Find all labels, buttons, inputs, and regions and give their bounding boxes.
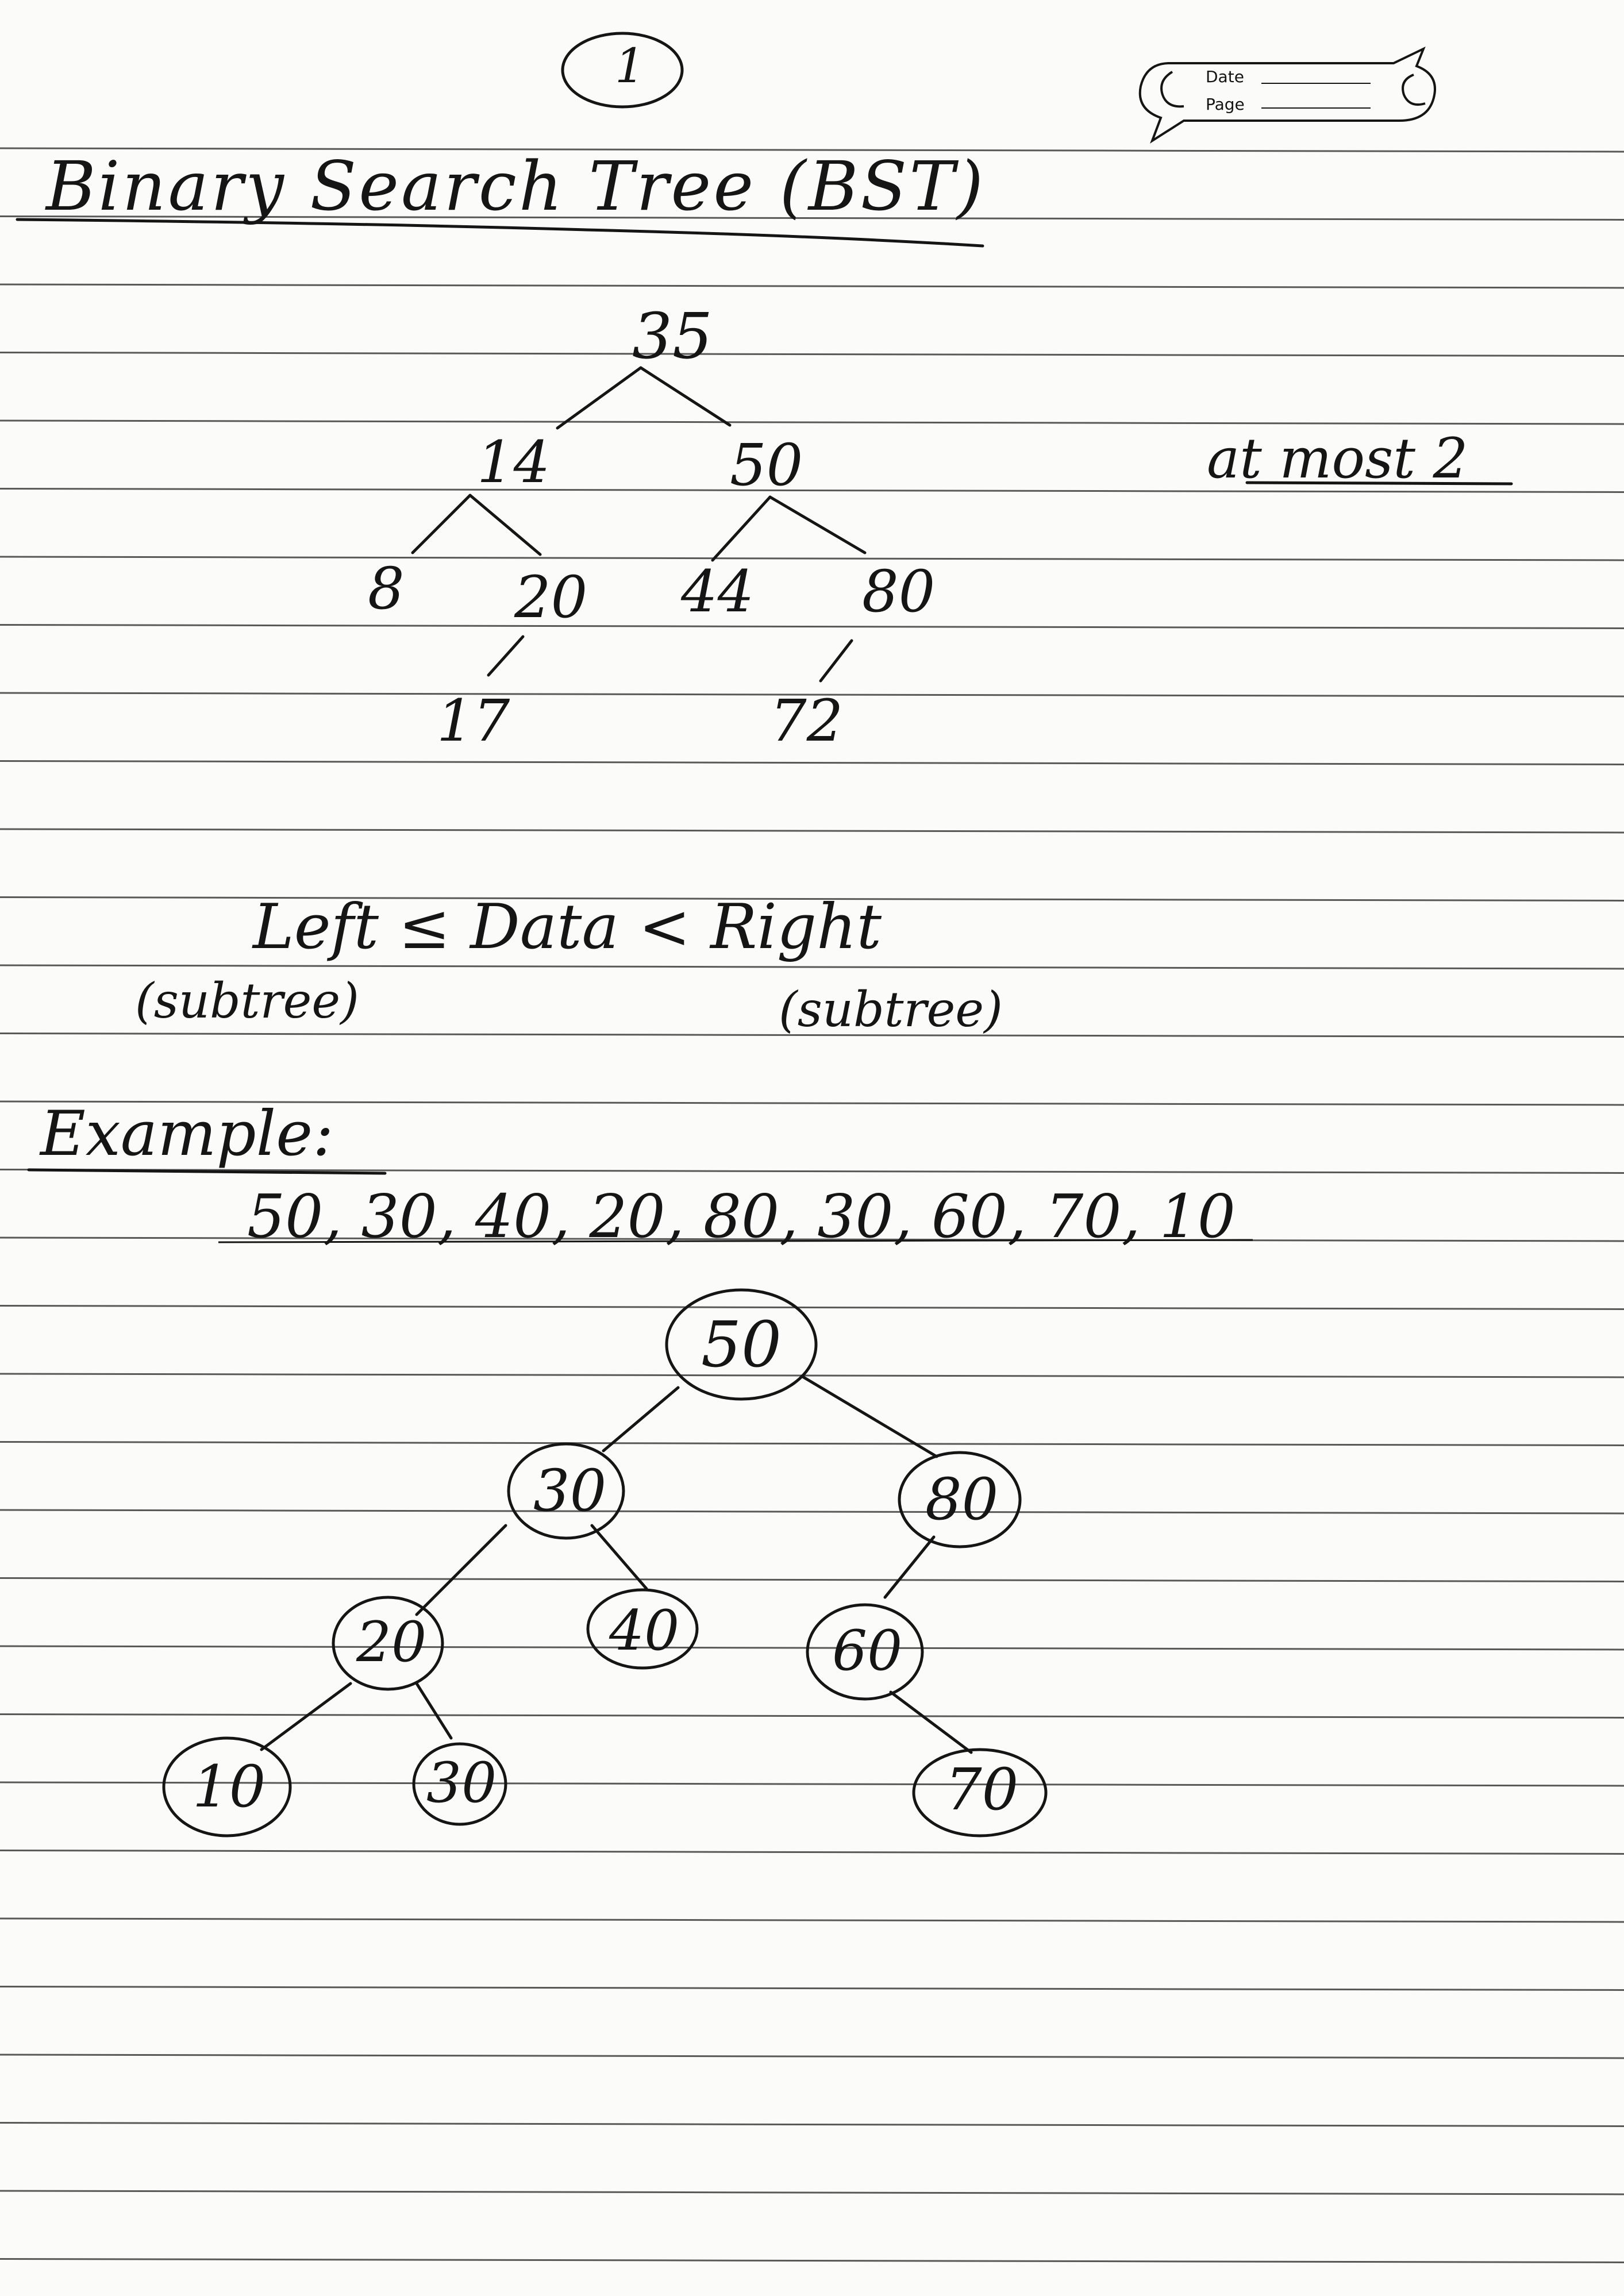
- ex-node-10: 10: [193, 1753, 266, 1820]
- ruled-line: [0, 964, 1624, 970]
- ex-edge-50-80: [800, 1374, 938, 1458]
- ex-node-circle-70: [912, 1748, 1048, 1837]
- ex-edge-80-60: [883, 1535, 936, 1599]
- ex-node-30: 30: [533, 1457, 607, 1524]
- ex-node-70: 70: [945, 1756, 1019, 1823]
- example-heading: Example:: [40, 1098, 334, 1170]
- tree1-edge-50-80: [768, 495, 867, 554]
- ex-node-50: 50: [701, 1308, 782, 1381]
- ruled-line: [0, 419, 1624, 425]
- ex-edge-20-10: [260, 1682, 352, 1751]
- ruled-line: [0, 2190, 1624, 2195]
- ruled-line: [0, 1236, 1624, 1242]
- ruled-line: [0, 1033, 1624, 1038]
- tree1-edge-50-44: [711, 495, 772, 562]
- ruled-line: [0, 692, 1624, 698]
- ruled-line: [0, 2258, 1624, 2263]
- ruled-line: [0, 1169, 1624, 1174]
- ex-node-80: 80: [925, 1466, 999, 1533]
- title-underline: [16, 218, 984, 248]
- ruled-line: [0, 1781, 1624, 1787]
- page-number-circle: [561, 32, 684, 109]
- tree1-node-20: 20: [514, 564, 588, 631]
- bst-rule-left-subtree: (subtree): [135, 973, 359, 1029]
- example-underline: [27, 1168, 387, 1175]
- tree1-node-72: 72: [770, 687, 844, 754]
- tree1-node-14: 14: [477, 429, 551, 496]
- ruled-line: [0, 488, 1624, 493]
- ex-node-circle-40: [586, 1588, 699, 1670]
- ruled-line: [0, 1100, 1624, 1106]
- page-label: Page: [1206, 95, 1245, 114]
- ruled-line: [0, 1441, 1624, 1446]
- ex-node-circle-20: [332, 1596, 444, 1691]
- ex-node-circle-50: [665, 1288, 818, 1401]
- ruled-line: [0, 1509, 1624, 1515]
- tree1-edge-35-50: [639, 366, 732, 427]
- tree1-node-17: 17: [437, 687, 510, 754]
- bst-rule-right-subtree: (subtree): [779, 981, 1003, 1038]
- ex-node-circle-30b: [412, 1742, 507, 1826]
- ruled-line: [0, 1713, 1624, 1719]
- ruled-line: [0, 828, 1624, 834]
- bst-rule-expression: Left ≤ Data < Right: [253, 891, 882, 963]
- ruled-line: [0, 1305, 1624, 1310]
- page-number: 1: [615, 39, 645, 94]
- tree1-node-80: 80: [862, 558, 936, 625]
- example-sequence: 50, 30, 40, 20, 80, 30, 60, 70, 10: [247, 1181, 1236, 1251]
- ex-edge-20-30: [415, 1682, 453, 1740]
- ruled-line: [0, 1373, 1624, 1378]
- ex-node-40: 40: [609, 1598, 680, 1663]
- ex-edge-30-40: [590, 1524, 648, 1590]
- ruled-line: [0, 1645, 1624, 1651]
- side-note-underline: [1245, 481, 1513, 486]
- ruled-line: [0, 2122, 1624, 2127]
- side-note: at most 2: [1207, 426, 1468, 491]
- example-tree-diagram: [162, 1288, 1048, 1837]
- date-page-scroll-icon: [1138, 46, 1436, 144]
- ruled-line: [0, 352, 1624, 357]
- sequence-underline: [218, 1239, 1253, 1243]
- tree1-node-8: 8: [368, 555, 405, 622]
- tree1-edge-35-14: [556, 366, 642, 430]
- tree1-node-50: 50: [730, 432, 803, 499]
- tree1-edge-14-20: [468, 494, 542, 556]
- date-label: Date: [1206, 67, 1244, 86]
- ex-node-circle-60: [806, 1603, 924, 1701]
- tree1-edge-20-17: [487, 635, 525, 677]
- ex-node-circle-80: [898, 1451, 1022, 1548]
- ex-edge-60-70: [889, 1690, 973, 1754]
- ruled-line: [0, 215, 1624, 221]
- tree1-node-root: 35: [632, 299, 713, 373]
- ex-edge-50-30: [602, 1386, 680, 1453]
- page-title: Binary Search Tree (BST): [46, 147, 986, 226]
- ruled-line: [0, 624, 1624, 629]
- ruled-line: [0, 1577, 1624, 1582]
- ruled-line: [0, 147, 1624, 153]
- ex-node-20: 20: [356, 1610, 427, 1674]
- tree1-node-44: 44: [681, 558, 755, 625]
- ruled-line: [0, 283, 1624, 289]
- ex-node-30b: 30: [426, 1751, 497, 1815]
- ruled-line: [0, 1850, 1624, 1855]
- tree1-edge-80-72: [819, 639, 853, 683]
- ruled-line: [0, 760, 1624, 765]
- ruled-line: [0, 1917, 1624, 1923]
- ruled-line: [0, 1986, 1624, 1991]
- ruled-line: [0, 896, 1624, 902]
- ex-node-circle-30: [507, 1442, 625, 1540]
- ex-node-circle-10: [162, 1736, 292, 1837]
- tree1-diagram: [411, 366, 867, 683]
- ruled-line: [0, 2054, 1624, 2059]
- ruled-line: [0, 556, 1624, 561]
- ex-edge-30-20: [415, 1524, 507, 1616]
- tree1-edge-14-8: [411, 494, 472, 554]
- ex-node-60: 60: [832, 1619, 903, 1683]
